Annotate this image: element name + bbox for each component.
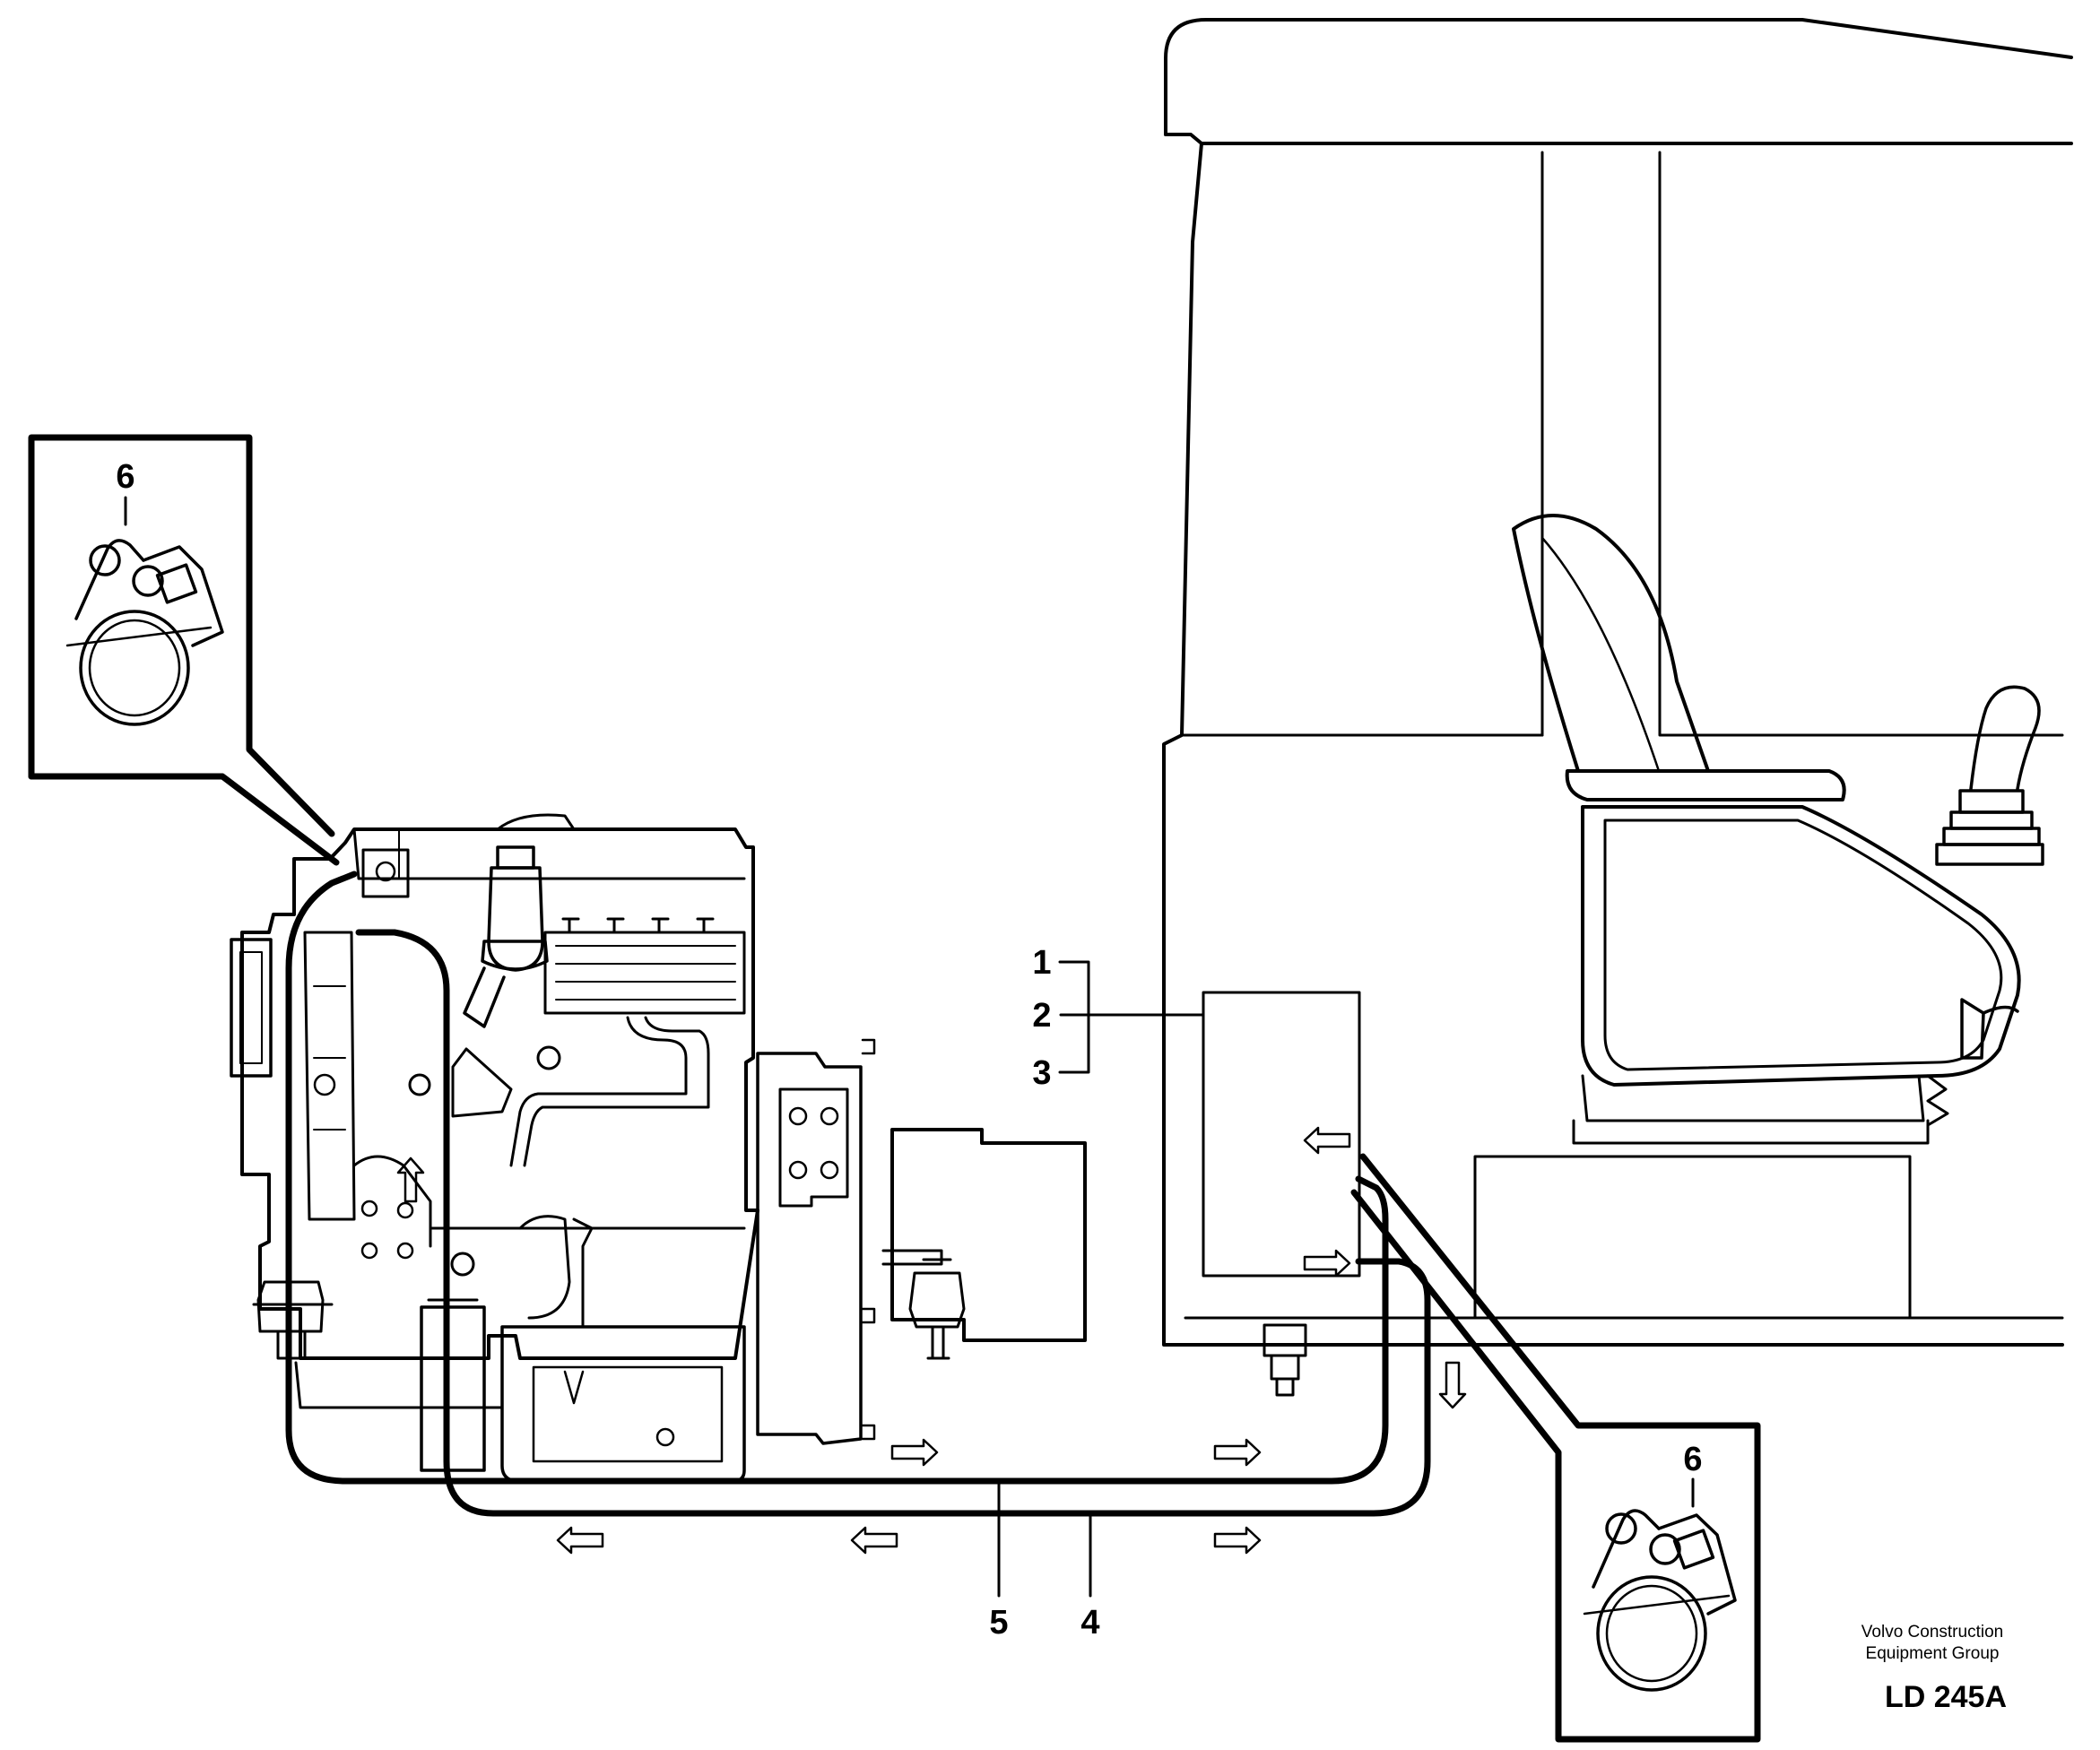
arrow-right-icon (1303, 1249, 1351, 1278)
callout-bracket-1-3 (1058, 960, 1205, 1074)
callout-5: 5 (989, 1604, 1008, 1642)
arrow-right-icon (1213, 1526, 1262, 1555)
engine (230, 813, 1087, 1483)
hose-clamp-icon (65, 539, 224, 726)
oil-pan (500, 1325, 746, 1483)
callout-6-top: 6 (116, 458, 135, 496)
arrow-right-icon (1213, 1438, 1262, 1467)
credit-line-2: Equipment Group (1866, 1644, 2000, 1663)
callout-4: 4 (1080, 1604, 1099, 1642)
heater-unit (1202, 991, 1361, 1278)
hydraulic-pump (881, 1128, 1087, 1360)
injection-pump (543, 917, 746, 1015)
callout-2: 2 (1032, 997, 1051, 1035)
fuel-filter (463, 845, 549, 1028)
arrow-up-icon (396, 1157, 425, 1203)
arrow-left-icon (556, 1526, 604, 1555)
clamp-detail-bottom (1350, 1153, 1761, 1743)
cab-mount (1263, 1323, 1307, 1397)
arrow-down-icon (1438, 1361, 1467, 1409)
clamp-detail-top (28, 434, 340, 866)
arrow-left-icon (1303, 1126, 1351, 1155)
drawing-code: LD 245A (1885, 1680, 2007, 1714)
credit-line-1: Volvo Construction (1861, 1623, 2003, 1642)
callout-3: 3 (1032, 1054, 1051, 1092)
flywheel-housing (756, 1038, 876, 1445)
cab (1162, 18, 2073, 1397)
hose-clamp-icon (1583, 1509, 1737, 1692)
hose-5 (285, 871, 1389, 1485)
callout-1: 1 (1032, 944, 1051, 982)
joystick (1935, 685, 2044, 1060)
operator-seat (1512, 514, 2044, 1145)
flow-arrows (556, 1361, 1467, 1555)
arrow-left-icon (850, 1526, 898, 1555)
engine-mount-left (252, 1280, 334, 1360)
arrow-right-icon (890, 1438, 939, 1467)
callout-6-bottom: 6 (1683, 1441, 1702, 1478)
